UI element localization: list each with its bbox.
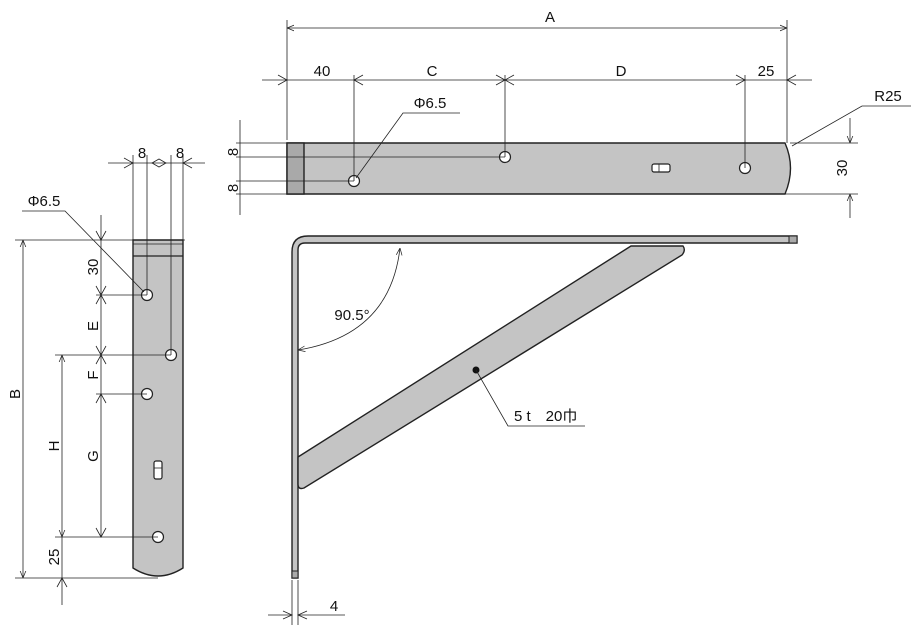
- offset-bottom-label: 8: [225, 184, 242, 192]
- dim-e-label: E: [85, 321, 102, 331]
- side-view: 8 8 Φ6.5 30 E F G H 25 B: [7, 145, 205, 605]
- thickness-label: 4: [330, 598, 338, 615]
- side-plate: [132, 239, 184, 577]
- angle-arc: [298, 248, 400, 350]
- side-hole-diameter-label: Φ6.5: [28, 193, 61, 210]
- plate-end-cap: [286, 142, 305, 195]
- dim-d-label: D: [616, 63, 627, 80]
- offset-right-label: 8: [176, 145, 184, 162]
- hole-diameter-label: Φ6.5: [414, 95, 447, 112]
- angle-label: 90.5°: [334, 307, 369, 324]
- dim-25-side-label: 25: [46, 549, 63, 566]
- offset-top-label: 8: [225, 148, 242, 156]
- width-label: 30: [834, 160, 851, 177]
- diagonal-brace: [297, 245, 685, 490]
- top-view: A 40 C D 25 Φ6.5 R25 8 8 30: [225, 9, 911, 218]
- brace-spec-label: 5 t 20巾: [514, 408, 577, 425]
- dim-c-label: C: [427, 63, 438, 80]
- dim-f-label: F: [85, 370, 102, 379]
- radius-label: R25: [874, 88, 902, 105]
- dim-40-label: 40: [314, 63, 331, 80]
- dim-g-label: G: [85, 450, 102, 462]
- dim-h-label: H: [46, 441, 63, 452]
- dim-b-label: B: [7, 389, 24, 399]
- slot: [153, 460, 163, 480]
- bracket-frame: [291, 235, 798, 579]
- dim-30-label: 30: [85, 259, 102, 276]
- offset-left-label: 8: [138, 145, 146, 162]
- front-view: 5 t 20巾 90.5° 4: [268, 235, 798, 625]
- dim-a-label: A: [545, 9, 555, 26]
- dim-25-label: 25: [758, 63, 775, 80]
- slot: [651, 163, 671, 173]
